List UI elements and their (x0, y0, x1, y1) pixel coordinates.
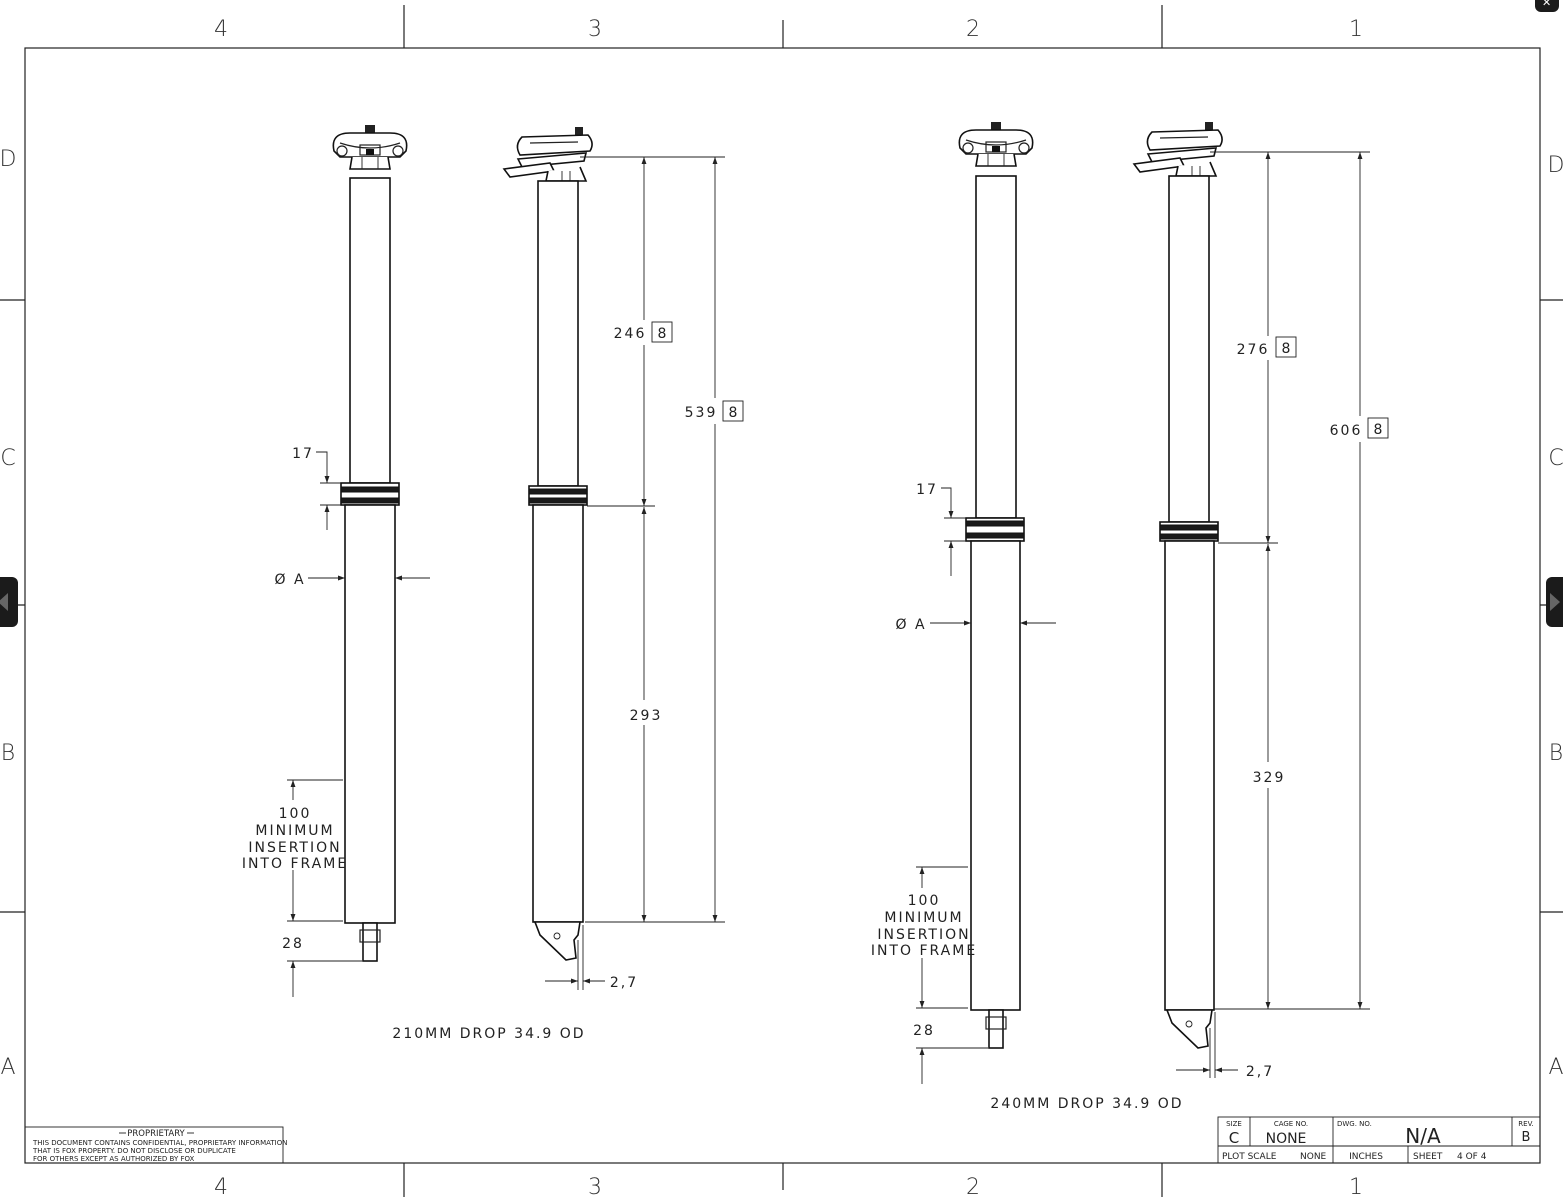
post-210-front-view (332, 124, 408, 962)
arrow-right-icon (1550, 593, 1560, 611)
previous-page-button[interactable] (0, 577, 18, 627)
zone-row-a: A (0, 1055, 15, 1080)
next-page-button[interactable] (1546, 577, 1563, 627)
plot-scale-value: NONE (1300, 1152, 1327, 1162)
rev-label: REV. (1518, 1120, 1533, 1128)
zone-row-c-right: C (1548, 446, 1563, 471)
dimensions-210-front: 17 Ø A 100 MINIMUM INSERTION INTO FRAME … (242, 446, 430, 997)
dim-2-7-label: 2,7 (610, 975, 638, 991)
dim-diameter-label: Ø A (895, 617, 926, 633)
post-210-side-view (503, 126, 593, 961)
proprietary-title: PROPRIETARY (127, 1129, 185, 1139)
dim-606-label: 606 (1330, 423, 1363, 439)
dwg-value: N/A (1405, 1124, 1441, 1148)
insertion-line-2: MINIMUM (884, 910, 963, 926)
rev-value: B (1522, 1130, 1531, 1145)
dim-2-7-label: 2,7 (1246, 1064, 1274, 1080)
dimensions-240-side: 276 8 329 606 8 2,7 240MM DROP 34.9 OD (990, 151, 1389, 1112)
insertion-line-1: 100 (279, 806, 312, 822)
zone-col-1-bottom: 1 (1349, 1175, 1363, 1197)
dim-293-label: 293 (630, 708, 663, 724)
insertion-line-3: INSERTION (248, 840, 341, 856)
zone-row-b-right: B (1549, 741, 1563, 766)
insertion-line-3: INSERTION (877, 927, 970, 943)
zone-row-b: B (1, 741, 15, 766)
zone-labels: 4 3 2 1 4 3 2 1 D C B A D C B A (0, 17, 1563, 1197)
note-ref-8: 8 (658, 326, 669, 342)
proprietary-line-2: THAT IS FOX PROPERTY. DO NOT DISCLOSE OR… (32, 1147, 236, 1155)
zone-row-c: C (0, 446, 15, 471)
note-ref-8: 8 (1282, 341, 1293, 357)
dwg-label: DWG. NO. (1337, 1120, 1372, 1128)
insertion-line-4: INTO FRAME (871, 943, 977, 959)
zone-row-d-right: D (1548, 153, 1563, 178)
size-value: C (1229, 1129, 1239, 1147)
note-ref-8: 8 (729, 405, 740, 421)
dimensions-210-side: 246 8 293 539 8 2,7 210MM DROP 34.9 OD (392, 156, 744, 1042)
dim-28-label: 28 (913, 1023, 935, 1039)
caption-240mm-drop: 240MM DROP 34.9 OD (990, 1096, 1183, 1112)
post-240-side-view (1133, 121, 1223, 1049)
units-value: INCHES (1349, 1152, 1383, 1162)
proprietary-notice: PROPRIETARY THIS DOCUMENT CONTAINS CONFI… (24, 1126, 287, 1164)
sheet-value: 4 OF 4 (1457, 1152, 1487, 1162)
zone-col-3-bottom: 3 (588, 1175, 602, 1197)
post-240-front-view (958, 121, 1034, 1049)
dim-539-label: 539 (685, 405, 718, 421)
dim-17-label: 17 (292, 446, 314, 462)
zone-row-d: D (0, 147, 16, 172)
zone-col-4-bottom: 4 (214, 1175, 228, 1197)
dim-17-label: 17 (916, 482, 938, 498)
insertion-line-2: MINIMUM (255, 823, 334, 839)
zone-col-1: 1 (1349, 17, 1363, 42)
insertion-line-1: 100 (908, 893, 941, 909)
close-icon: ✕ (1542, 0, 1552, 9)
caption-210mm-drop: 210MM DROP 34.9 OD (392, 1026, 585, 1042)
zone-col-2: 2 (966, 17, 980, 42)
sheet-label: SHEET (1413, 1152, 1443, 1162)
note-ref-8: 8 (1374, 422, 1385, 438)
dim-diameter-label: Ø A (274, 572, 305, 588)
insertion-line-4: INTO FRAME (242, 856, 348, 872)
zone-col-2-bottom: 2 (966, 1175, 980, 1197)
zone-row-a-right: A (1548, 1055, 1563, 1080)
proprietary-line-1: THIS DOCUMENT CONTAINS CONFIDENTIAL, PRO… (32, 1139, 287, 1147)
arrow-left-icon (0, 593, 8, 611)
dim-246-label: 246 (614, 326, 647, 342)
dim-28-label: 28 (282, 936, 304, 952)
plot-scale-label: PLOT SCALE (1222, 1152, 1277, 1162)
size-label: SIZE (1226, 1120, 1242, 1128)
zone-col-3: 3 (588, 17, 602, 42)
dim-276-label: 276 (1237, 342, 1270, 358)
close-button[interactable]: ✕ (1535, 0, 1559, 12)
dim-329-label: 329 (1253, 770, 1286, 786)
title-block: SIZE C CAGE NO. NONE DWG. NO. N/A REV. B… (1217, 1116, 1541, 1164)
proprietary-line-3: FOR OTHERS EXCEPT AS AUTHORIZED BY FOX (33, 1155, 195, 1163)
dimensions-240-front: 17 Ø A 100 MINIMUM INSERTION INTO FRAME … (871, 482, 1056, 1084)
cage-label: CAGE NO. (1274, 1120, 1308, 1128)
drawing-frame (0, 5, 1563, 1197)
cage-value: NONE (1266, 1131, 1307, 1147)
zone-col-4: 4 (214, 17, 228, 42)
